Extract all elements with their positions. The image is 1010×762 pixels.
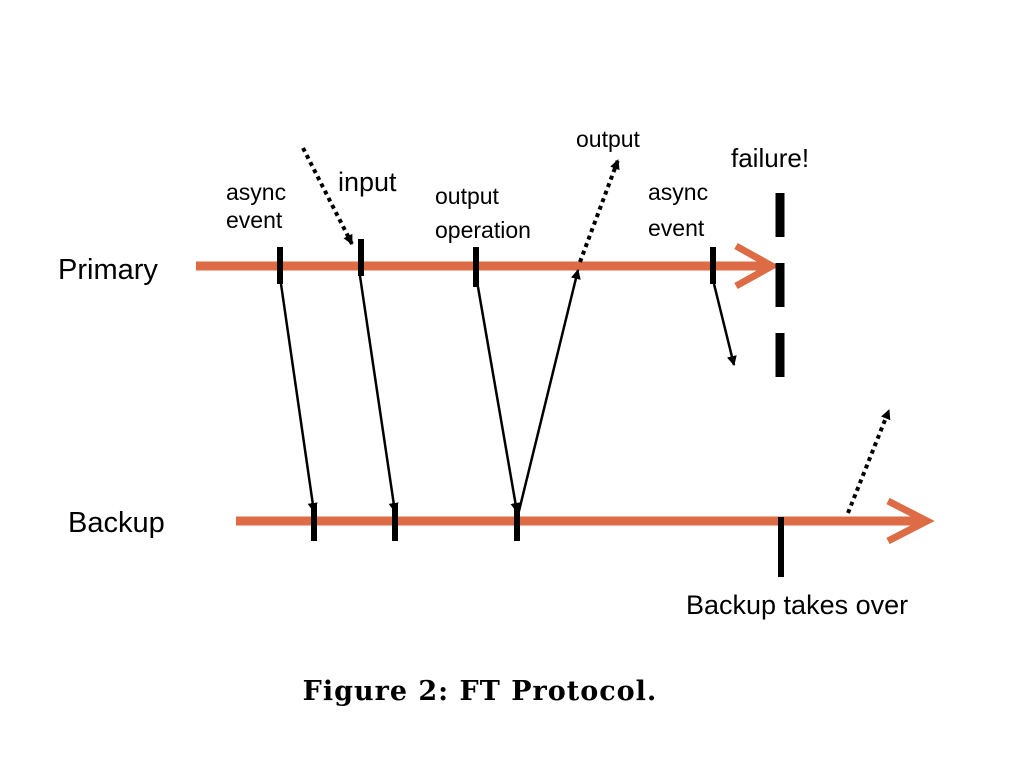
figure-caption: Figure 2: FT Protocol. (302, 676, 658, 707)
backup-label: Backup (68, 507, 165, 539)
failure-label: failure! (731, 143, 809, 173)
output-label: output (576, 126, 641, 152)
output-operation-label-line2: operation (435, 217, 531, 243)
backup-takes-over-label: Backup takes over (686, 590, 908, 620)
log-arrow-output-operation (476, 286, 521, 513)
primary-timeline (196, 242, 780, 290)
output-arrow (578, 159, 620, 263)
async-event-1-label-line1: async (226, 179, 286, 205)
ack-arrow (516, 269, 581, 516)
async-event-1-label-line2: event (226, 207, 283, 233)
log-arrow-async-event (279, 283, 318, 513)
backup-timeline (236, 497, 935, 545)
lost-log-arrow (712, 283, 737, 366)
primary-ticks (277, 239, 716, 287)
backup-ticks (311, 503, 784, 577)
primary-label: Primary (58, 254, 158, 286)
backup-arrowhead (886, 497, 935, 545)
log-messages (279, 269, 737, 516)
async-event-2-label-line2: event (648, 215, 705, 241)
async-event-2-label-line1: async (648, 179, 708, 205)
input-arrow (301, 147, 354, 245)
input-label: input (338, 167, 397, 197)
backup-output-arrow (846, 409, 891, 514)
external-io (301, 147, 891, 514)
primary-arrowhead (734, 242, 780, 290)
output-operation-label-line1: output (435, 183, 500, 209)
log-arrow-input (358, 275, 399, 513)
